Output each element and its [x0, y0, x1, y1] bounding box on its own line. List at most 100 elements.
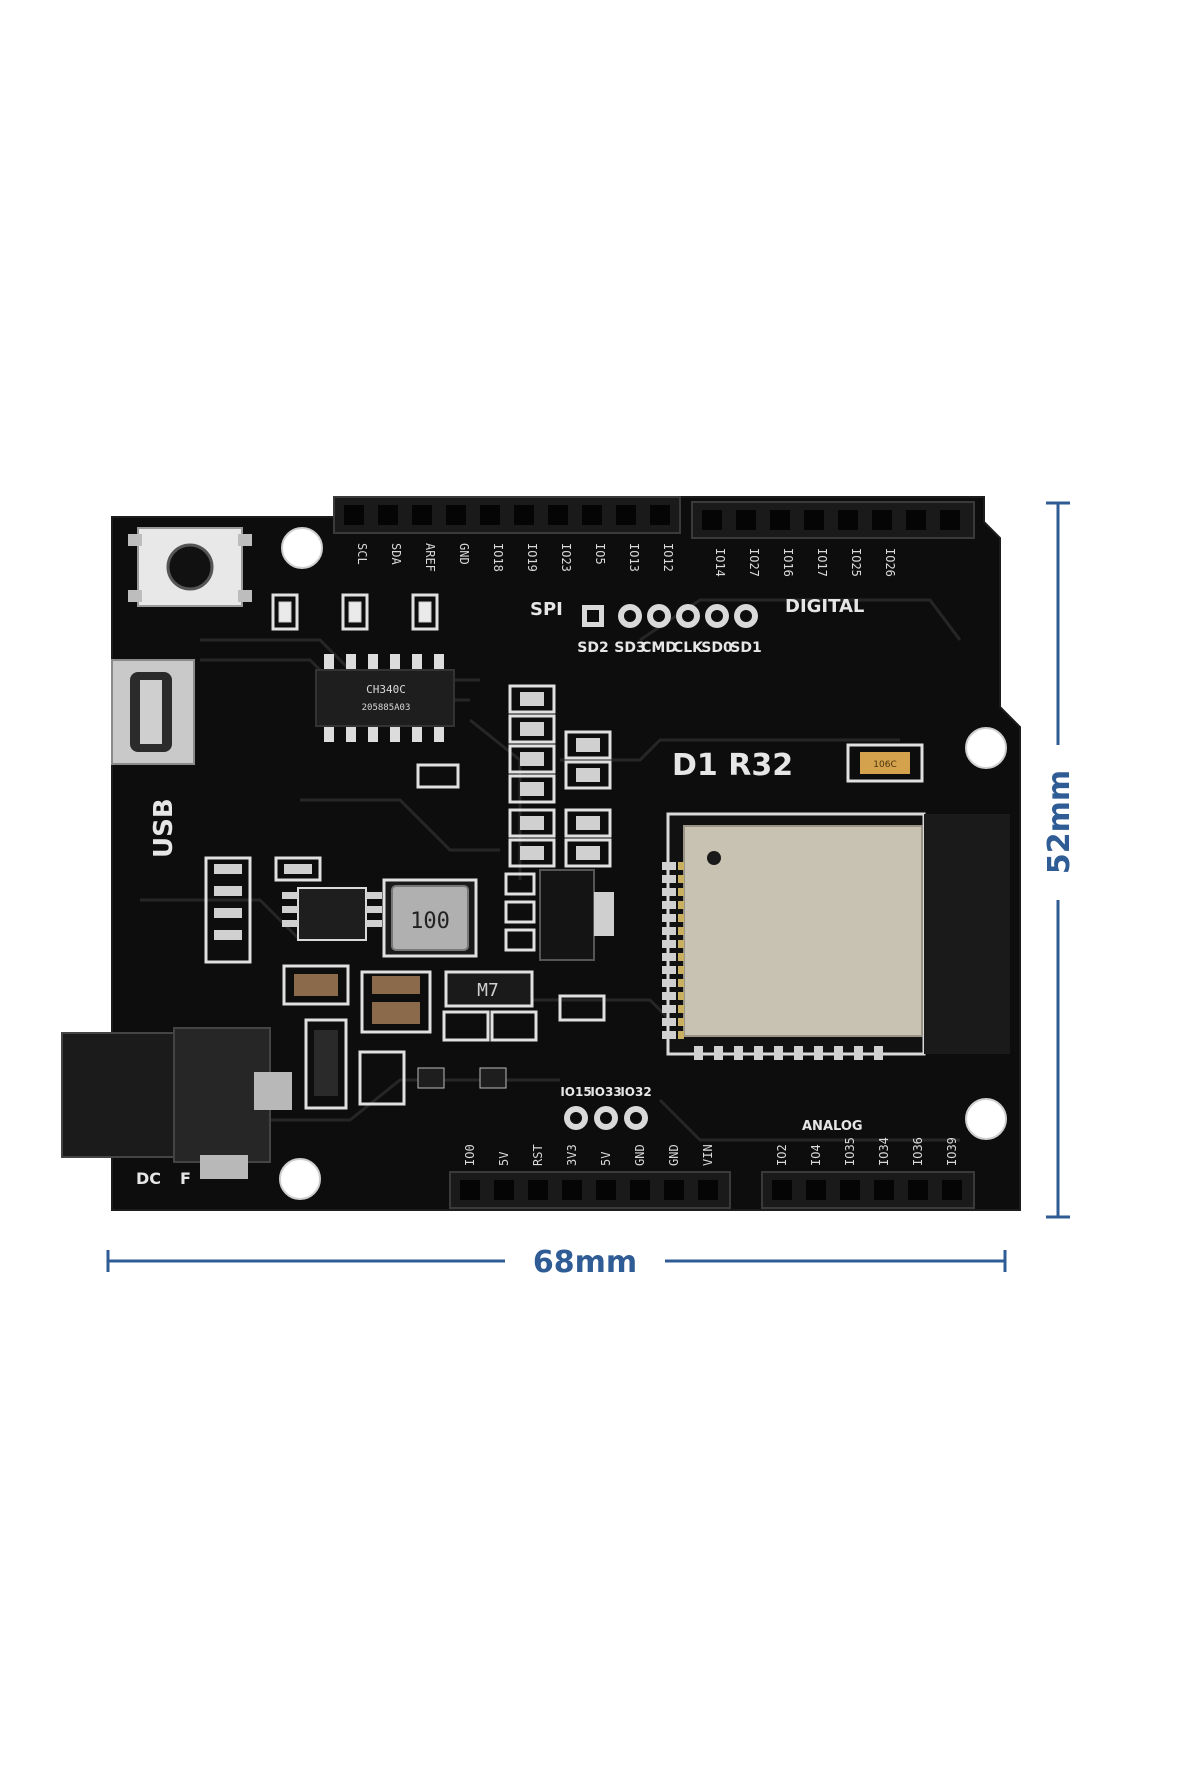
pin-label: IO39 — [945, 1137, 959, 1166]
spi-pin-label: SD0 — [701, 640, 733, 656]
module-castellation — [678, 1031, 684, 1039]
module-pad — [662, 992, 676, 1000]
pin-label: IO13 — [627, 543, 641, 572]
module-castellation — [678, 914, 684, 922]
pin-label: IO23 — [559, 543, 573, 572]
module-castellation — [678, 1018, 684, 1026]
ic-label: CH340C — [366, 683, 406, 696]
io-pin-holes — [564, 1106, 648, 1130]
module-pad — [662, 901, 676, 909]
module-pad — [734, 1046, 743, 1060]
module-pad — [662, 862, 676, 870]
ic-sublabel: 205885A03 — [362, 703, 411, 713]
pin-label: 3V3 — [565, 1144, 579, 1166]
inductor-label: 100 — [410, 909, 450, 934]
module-pad — [662, 940, 676, 948]
io-pin-label: IO32 — [620, 1085, 651, 1099]
module-pad — [662, 1005, 676, 1013]
module-pad — [662, 875, 676, 883]
pin-label: SCL — [355, 543, 369, 565]
module-castellation — [678, 875, 684, 883]
pin-label: GND — [633, 1144, 647, 1166]
module-castellation — [678, 862, 684, 870]
module-pad — [662, 914, 676, 922]
pin-label: IO12 — [661, 543, 675, 572]
module-castellation — [678, 888, 684, 896]
regulator-chip — [282, 887, 382, 941]
inductor: 100 — [382, 878, 478, 958]
spi-pin-label: SD1 — [730, 640, 761, 656]
pin-label: 5V — [497, 1152, 511, 1166]
diode: M7 — [444, 970, 534, 1008]
voltage-regulator — [504, 869, 614, 961]
module-pad — [834, 1046, 843, 1060]
spi-pin-label: CLK — [673, 640, 704, 656]
pin-label: IO36 — [911, 1137, 925, 1166]
pin-label: IO0 — [463, 1144, 477, 1166]
spi-pin-holes — [582, 604, 758, 628]
module-castellation — [678, 1005, 684, 1013]
height-dimension: 52mm — [1042, 501, 1077, 1219]
tantalum-capacitor: 106C — [846, 743, 924, 783]
pin-label: RST — [531, 1144, 545, 1166]
module-pad — [754, 1046, 763, 1060]
pin-label: IO26 — [883, 548, 897, 577]
reset-button — [128, 527, 252, 607]
pin-label: IO34 — [877, 1137, 891, 1166]
power-resistors — [204, 856, 322, 964]
module-pad — [662, 888, 676, 896]
tantalum-label: 106C — [873, 760, 896, 770]
pin-label: IO25 — [849, 548, 863, 577]
pin-label: IO18 — [491, 543, 505, 572]
pin-label: GND — [457, 543, 471, 565]
module-pad — [794, 1046, 803, 1060]
module-pad — [662, 966, 676, 974]
power-mark: F — [180, 1169, 191, 1188]
header-bottom-left — [449, 1171, 731, 1209]
analog-label: ANALOG — [802, 1119, 863, 1134]
pin-label: AREF — [423, 543, 437, 572]
module-pad — [662, 953, 676, 961]
module-pad — [694, 1046, 703, 1060]
module-pad — [662, 1018, 676, 1026]
resistor-array — [508, 684, 612, 868]
module-castellation — [678, 901, 684, 909]
spi-pin-label: SD3 — [614, 640, 645, 656]
mounting-holes — [279, 527, 1007, 1200]
pin-label: IO16 — [781, 548, 795, 577]
esp32-module — [662, 812, 1010, 1060]
pin-label: IO14 — [713, 548, 727, 577]
pin-label: IO35 — [843, 1137, 857, 1166]
module-castellation — [678, 966, 684, 974]
width-dimension: 68mm — [106, 1245, 1007, 1280]
transistor — [417, 1067, 507, 1089]
module-pad — [774, 1046, 783, 1060]
module-pad — [662, 1031, 676, 1039]
diode-label: M7 — [477, 980, 499, 1001]
header-top-right — [691, 501, 975, 539]
dc-power-jack — [61, 1027, 292, 1179]
module-castellation — [678, 940, 684, 948]
spi-label: SPI — [530, 599, 563, 620]
pin-label: 5V — [599, 1152, 613, 1166]
module-castellation — [678, 992, 684, 1000]
board-name: D1 R32 — [672, 748, 793, 783]
module-castellation — [678, 927, 684, 935]
pin-label: IO17 — [815, 548, 829, 577]
smd-components-top — [271, 593, 460, 789]
smd-components-bottom — [358, 994, 606, 1106]
module-castellation — [678, 979, 684, 987]
module-pad — [814, 1046, 823, 1060]
digital-label: DIGITAL — [785, 596, 864, 617]
pin-label: IO2 — [775, 1144, 789, 1166]
io-pin-label: IO15 — [560, 1085, 591, 1099]
usb-serial-chip: CH340C 205885A03 — [315, 654, 455, 742]
pin-label: IO19 — [525, 543, 539, 572]
pin-label: VIN — [701, 1144, 715, 1166]
pin-label: IO4 — [809, 1144, 823, 1166]
micro-usb-connector — [111, 659, 195, 765]
header-bottom-right-labels: IO2 IO4 IO35 IO34 IO36 IO39 — [775, 1137, 959, 1166]
